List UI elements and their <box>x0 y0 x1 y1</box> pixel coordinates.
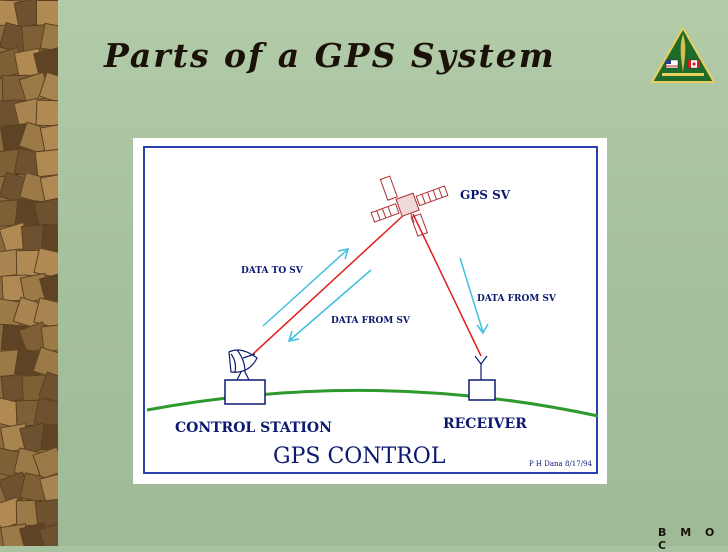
camo-tile <box>36 0 58 26</box>
camouflage-border <box>0 0 58 546</box>
camo-tile <box>35 99 58 127</box>
antenna-icon <box>474 355 488 380</box>
arrow-from-sv-station <box>287 269 372 342</box>
camo-tile <box>34 148 58 178</box>
slide-footer: B M O C <box>658 526 720 552</box>
receiver-box <box>468 379 496 401</box>
downlink-station-label: DATA FROM SV <box>331 316 410 326</box>
receiver-label: RECEIVER <box>443 416 527 432</box>
diagram-caption: GPS CONTROL <box>273 444 446 469</box>
diagram-panel: GPS SV DATA TO SV DATA FROM SV DATA FROM… <box>133 138 607 484</box>
satellite-dish-icon <box>228 349 258 381</box>
control-station-label: CONTROL STATION <box>175 420 332 436</box>
slide-title: Parts of a GPS System <box>104 36 556 75</box>
gps-diagram <box>146 175 599 418</box>
uplink-label: DATA TO SV <box>241 266 303 276</box>
control-station-building <box>224 379 266 405</box>
satellite-icon <box>370 175 449 237</box>
uplink-line <box>252 211 408 355</box>
arrow-from-sv-receiver <box>459 257 489 335</box>
downlink-receiver-label: DATA FROM SV <box>477 294 556 304</box>
downlink-line <box>412 213 482 357</box>
satellite-label: GPS SV <box>460 188 511 202</box>
arrow-to-sv <box>262 248 350 327</box>
bmoc-emblem-icon <box>650 26 716 83</box>
diagram-credit: P H Dana 8/17/94 <box>529 460 592 468</box>
earth-horizon <box>146 388 599 418</box>
diagram-border: GPS SV DATA TO SV DATA FROM SV DATA FROM… <box>143 146 599 474</box>
